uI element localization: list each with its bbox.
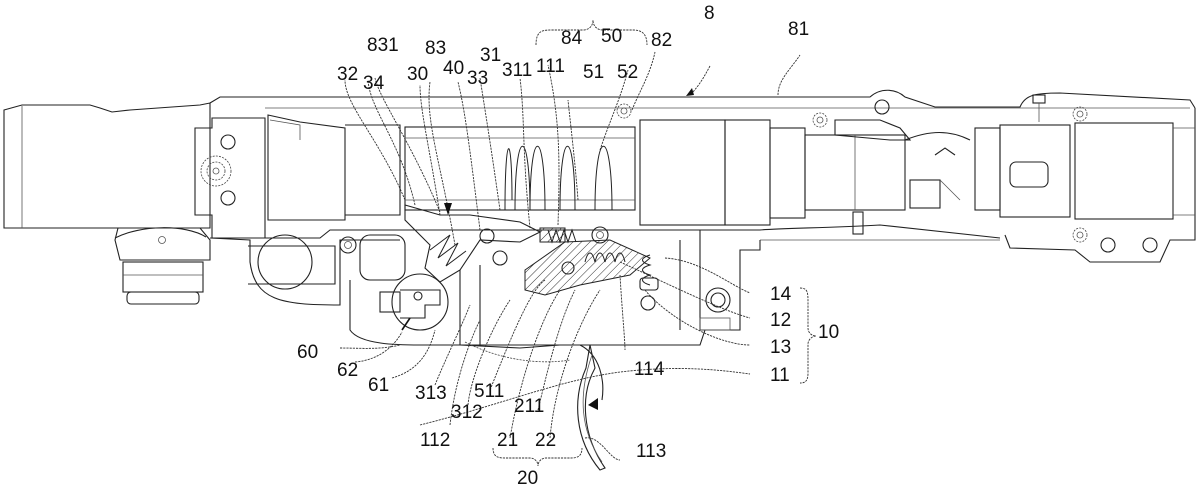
label-511: 511 [474,381,504,402]
label-313: 313 [415,383,447,404]
label-211: 211 [514,396,544,417]
label-52: 52 [617,62,638,83]
label-11: 11 [770,365,790,386]
label-113: 113 [636,441,666,462]
label-14: 14 [770,284,792,305]
label-50: 50 [601,26,622,47]
sear-lever [404,204,609,283]
label-13: 13 [770,337,791,358]
label-114: 114 [634,359,665,380]
label-10: 10 [818,322,839,343]
label-12: 12 [770,310,791,331]
main-spring-52 [504,145,613,211]
label-311: 311 [502,60,532,81]
rear-block [3,102,211,229]
label-22: 22 [535,430,556,451]
label-21: 21 [497,430,518,451]
label-111: 111 [536,56,565,77]
rear-cap [114,227,211,261]
trigger-11 [459,341,606,471]
label-40: 40 [443,58,464,79]
label-61: 61 [368,375,389,396]
label-831: 831 [367,35,399,56]
lower-frame [209,230,761,346]
leader-lines [339,19,817,467]
piston-cylinder [404,94,1195,253]
trigger-bar [524,239,659,311]
label-20: 20 [517,468,538,489]
label-60: 60 [297,342,318,363]
reference-labels: 8 81 82 50 51 52 84 111 311 31 33 40 83 … [297,3,839,489]
housing [3,89,1196,305]
label-84: 84 [561,28,583,49]
label-8: 8 [704,3,715,24]
label-51: 51 [583,62,604,83]
label-112: 112 [420,430,450,451]
label-83: 83 [425,38,446,59]
label-31: 31 [480,45,501,66]
label-82: 82 [651,30,672,51]
label-33: 33 [467,68,488,89]
label-62: 62 [337,360,358,381]
safety-assembly [379,273,449,331]
top-rail-81 [209,89,1196,109]
trigger-blade [577,344,606,471]
screws [616,94,1158,253]
label-32: 32 [337,64,358,85]
label-312: 312 [451,402,483,423]
label-81: 81 [788,19,809,40]
label-34: 34 [363,73,385,94]
label-30: 30 [407,64,428,85]
